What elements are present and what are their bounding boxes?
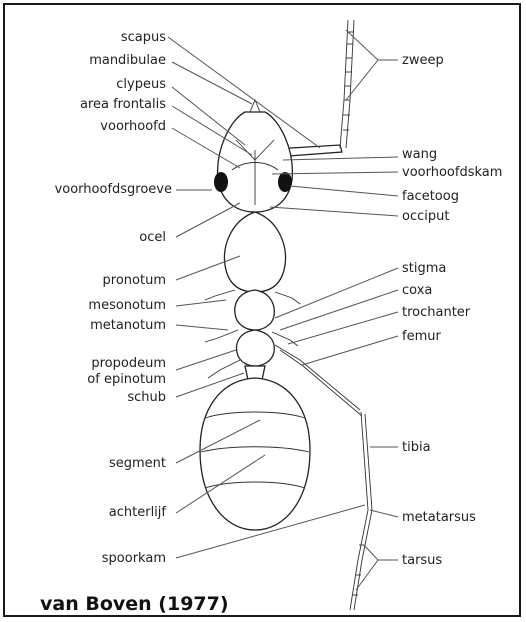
propodeum: [237, 330, 275, 366]
pronotum: [224, 212, 285, 292]
tarsus: [350, 510, 368, 610]
right-legs: [272, 292, 300, 346]
label-trochanter: trochanter: [402, 305, 471, 320]
label-metatarsus: metatarsus: [402, 510, 476, 525]
mandibles: [250, 100, 260, 112]
gaster: [200, 378, 310, 530]
label-stigma: stigma: [402, 261, 446, 276]
mesonotum: [235, 290, 274, 330]
label-femur: femur: [402, 329, 441, 344]
label-spoorkam: spoorkam: [102, 551, 166, 566]
label-tarsus: tarsus: [402, 553, 442, 568]
left-legs: [205, 290, 240, 378]
label-voorhoofdskam: voorhoofdskam: [402, 165, 502, 180]
ant-drawing: [200, 20, 372, 610]
label-achterlijf: achterlijf: [109, 505, 167, 520]
antenna-funiculus: [340, 20, 348, 148]
label-pronotum: pronotum: [103, 273, 166, 288]
label-wang: wang: [402, 147, 437, 162]
label-segment: segment: [109, 456, 166, 471]
label-voorhoofdsgroeve: voorhoofdsgroeve: [55, 182, 172, 197]
label-clypeus: clypeus: [116, 77, 166, 92]
label-mesonotum: mesonotum: [88, 298, 166, 313]
label-of-epinotum: of epinotum: [87, 372, 166, 387]
label-occiput: occiput: [402, 209, 449, 224]
compound-eye-left: [214, 172, 228, 192]
tibia: [361, 412, 368, 510]
label-facetoog: facetoog: [402, 189, 459, 204]
figure-credit: van Boven (1977): [40, 593, 229, 615]
compound-eye-right: [278, 172, 292, 192]
label-tibia: tibia: [402, 440, 431, 455]
label-schub: schub: [127, 390, 166, 405]
label-zweep: zweep: [402, 53, 444, 68]
label-voorhoofd: voorhoofd: [100, 119, 166, 134]
label-mandibulae: mandibulae: [89, 53, 166, 68]
label-ocel: ocel: [139, 230, 166, 245]
label-scapus: scapus: [121, 30, 166, 45]
right-labels: zweep wang voorhoofdskam facetoog occipu…: [402, 53, 502, 568]
left-labels: scapus mandibulae clypeus area frontalis…: [55, 30, 172, 566]
label-metanotum: metanotum: [90, 318, 166, 333]
label-coxa: coxa: [402, 283, 432, 298]
label-propodeum: propodeum: [91, 356, 166, 371]
label-area-frontalis: area frontalis: [80, 97, 166, 112]
